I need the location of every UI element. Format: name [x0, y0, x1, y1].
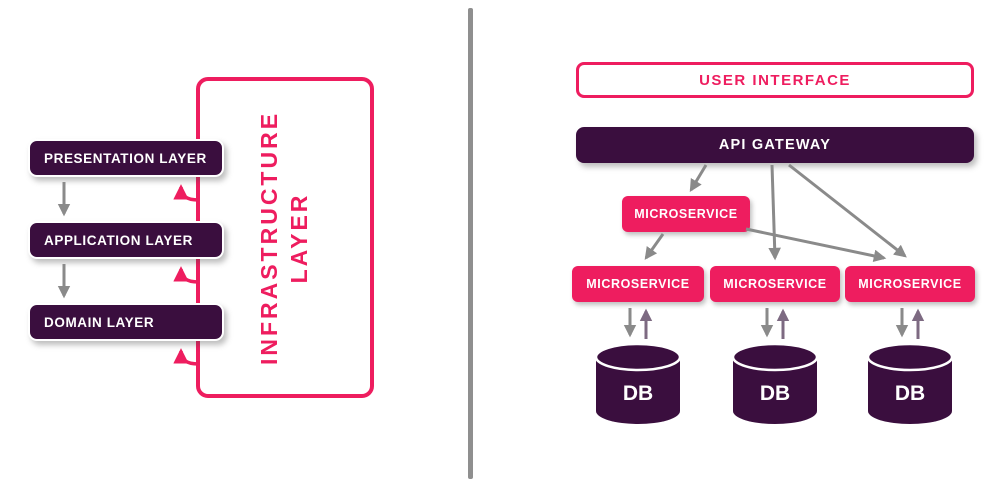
- api-gateway-label: API GATEWAY: [718, 137, 832, 153]
- microservice-label: MICROSERVICE: [634, 207, 738, 221]
- microservice-label: MICROSERVICE: [586, 277, 690, 291]
- arrow-gateway-to-microservice-2: [768, 164, 781, 261]
- microservice-box-3: MICROSERVICE: [845, 266, 975, 302]
- panel-divider: [468, 8, 473, 479]
- user-interface-box: USER INTERFACE: [576, 62, 974, 98]
- api-gateway-box: API GATEWAY: [576, 127, 974, 163]
- presentation-layer-box: PRESENTATION LAYER: [28, 139, 224, 177]
- infrastructure-label-line2: LAYER: [286, 192, 312, 283]
- microservice-box-2: MICROSERVICE: [710, 266, 840, 302]
- microservice-box-1: MICROSERVICE: [572, 266, 704, 302]
- db-label-2: DB: [760, 382, 790, 405]
- db-label-1: DB: [623, 382, 653, 405]
- infrastructure-layer-label: INFRASTRUCTURE LAYER: [255, 110, 315, 364]
- arrow-gateway-to-middle-microservice: [689, 164, 708, 193]
- database-cylinder-3: DB: [866, 343, 954, 424]
- microservice-box-middle: MICROSERVICE: [622, 196, 750, 232]
- database-cylinder-2: DB: [731, 343, 819, 424]
- arrow-gateway-to-microservice-3: [788, 163, 907, 258]
- db-label-3: DB: [895, 382, 925, 405]
- domain-layer-label: DOMAIN LAYER: [44, 314, 155, 330]
- domain-layer-box: DOMAIN LAYER: [28, 303, 224, 341]
- presentation-layer-label: PRESENTATION LAYER: [44, 150, 207, 166]
- user-interface-label: USER INTERFACE: [699, 71, 851, 89]
- application-layer-label: APPLICATION LAYER: [44, 232, 193, 248]
- infrastructure-label-line1: INFRASTRUCTURE: [256, 110, 283, 365]
- arrow-middle-microservice-to-microservice-3: [745, 227, 887, 263]
- arrow-middle-microservice-to-microservice-1: [644, 233, 665, 260]
- application-layer-box: APPLICATION LAYER: [28, 221, 224, 259]
- microservice-label: MICROSERVICE: [723, 277, 827, 291]
- microservice-label: MICROSERVICE: [858, 277, 962, 291]
- database-cylinder-1: DB: [594, 343, 682, 424]
